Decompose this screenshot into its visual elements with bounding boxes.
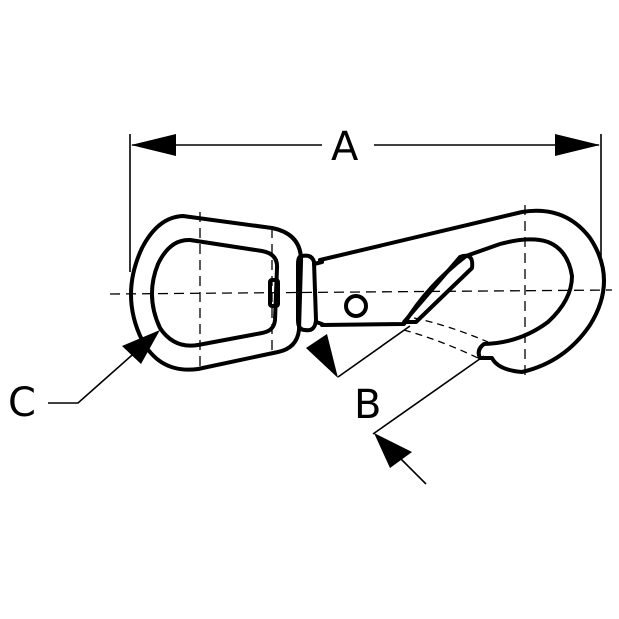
dimension-b-extension-upper: [337, 325, 411, 378]
dimension-b-leader: [399, 457, 427, 485]
center-lines: [109, 205, 613, 375]
gate-swing-arc-upper: [413, 317, 489, 343]
hook-body: [318, 208, 606, 374]
dimension-c-leader: [48, 347, 141, 404]
hook-body-rivet-hole: [344, 294, 368, 318]
dimension-a-label: A: [331, 124, 359, 170]
swivel-eye-rivet: [268, 278, 280, 308]
spring-gate: [402, 253, 489, 359]
dimension-a-arrow-left: [131, 134, 176, 156]
gate-swing-arc-lower: [403, 329, 479, 359]
dimension-b-label: B: [354, 382, 381, 428]
hook-body-outline: [318, 208, 606, 374]
dimension-b: B: [306, 325, 485, 485]
dimension-b-arrow-lower: [374, 433, 412, 468]
swivel-eye-inner: [149, 237, 280, 348]
swivel-barrel-neck-top: [312, 260, 324, 266]
swivel-eye: [129, 214, 304, 372]
dimension-a-arrow-right: [555, 134, 600, 156]
dimension-c: C: [8, 330, 160, 426]
dimension-b-arrow-upper: [306, 334, 338, 378]
spring-gate-outline: [402, 253, 475, 324]
dimension-c-label: C: [8, 380, 36, 426]
horizontal-center-line: [109, 289, 613, 295]
dimension-a: A: [129, 124, 602, 272]
dimension-c-arrow: [122, 330, 160, 364]
swivel-barrel-outline: [296, 253, 318, 333]
dimension-b-extension-lower: [372, 355, 485, 435]
